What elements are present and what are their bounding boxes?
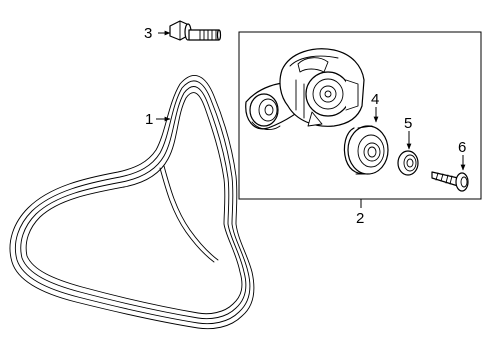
callout-assembly: 2 bbox=[356, 210, 364, 227]
tensioner-body bbox=[245, 48, 365, 130]
pulley-bolt bbox=[431, 171, 469, 192]
callout-spacer: 5 bbox=[404, 115, 412, 132]
idler-pulley bbox=[343, 125, 389, 175]
pulley-spacer bbox=[397, 150, 419, 176]
serpentine-belt bbox=[9, 75, 255, 330]
tensioner-assembly-box bbox=[238, 31, 482, 200]
callout-belt: 1 bbox=[145, 111, 153, 128]
callout-pulley-bolt: 6 bbox=[458, 139, 466, 156]
callout-bolt: 3 bbox=[144, 25, 152, 42]
tensioner-bolt bbox=[169, 20, 222, 41]
callout-pulley: 4 bbox=[371, 91, 379, 108]
